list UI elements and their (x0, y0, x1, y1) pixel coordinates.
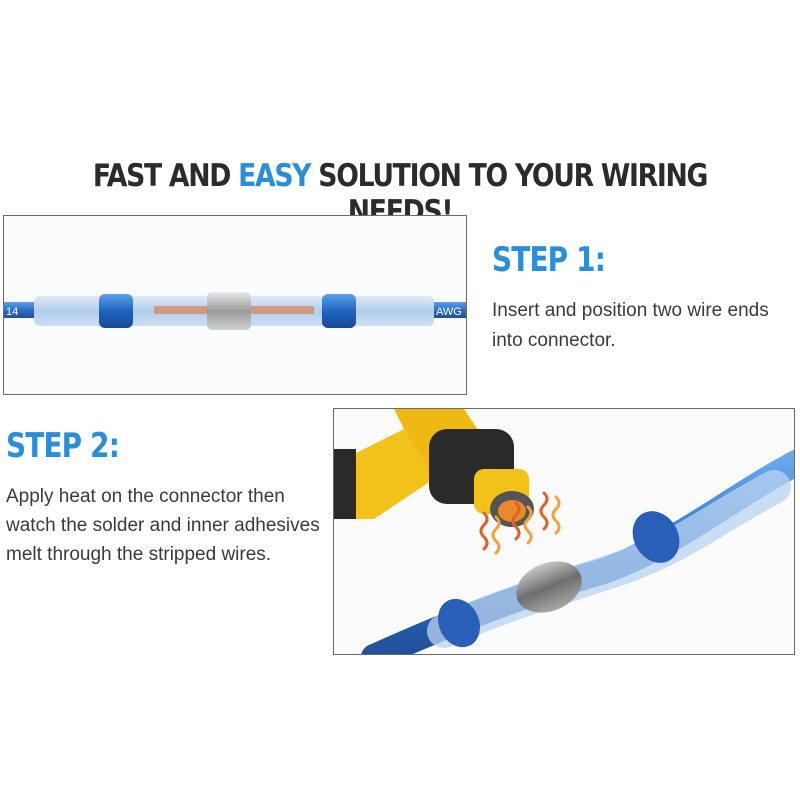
connector-icon: 14 AWG (4, 292, 466, 330)
step1-text: Insert and position two wire ends into c… (492, 300, 769, 351)
step2-title: STEP 2: (6, 426, 120, 466)
wire-label-left: 14 (6, 306, 18, 318)
headline: FAST AND EASY SOLUTION TO YOUR WIRING NE… (56, 158, 744, 230)
headline-part1: FAST AND (92, 158, 239, 194)
wire-label-right: AWG (436, 306, 462, 318)
heat-gun-icon (334, 409, 534, 527)
headline-accent: EASY (238, 158, 311, 194)
heat-wave-icon (479, 491, 561, 555)
heat-application-illustration (334, 409, 794, 654)
step1-title: STEP 1: (492, 240, 606, 280)
step1-illustration: 14 AWG (3, 215, 467, 395)
step2-illustration (333, 408, 795, 655)
step2-text: Apply heat on the connector then watch t… (6, 486, 320, 565)
connector-icon (361, 449, 794, 654)
